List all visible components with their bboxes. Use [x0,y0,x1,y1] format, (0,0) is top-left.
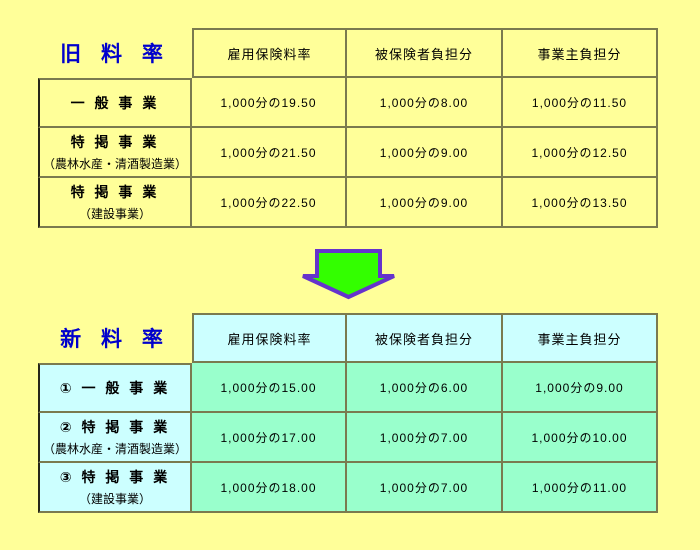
old-row-general-label: 一 般 事 業 [38,78,192,128]
old-row-special-agri-rate: 1,000分の21.50 [192,128,347,178]
new-row-special-agri-insured: 1,000分の7.00 [347,413,503,463]
new-row-general-employer: 1,000分の9.00 [503,363,658,413]
old-row-general-employer: 1,000分の11.50 [503,78,658,128]
new-header-employer-share: 事業主負担分 [503,313,658,363]
old-rates-table: 旧 料 率 雇用保険料率 被保険者負担分 事業主負担分 一 般 事 業 1,00… [38,28,658,228]
new-header-insurance-rate: 雇用保険料率 [192,313,347,363]
old-row-special-construction-employer: 1,000分の13.50 [503,178,658,228]
old-row-special-agri-insured: 1,000分の9.00 [347,128,503,178]
new-row-general-rate: 1,000分の15.00 [192,363,347,413]
new-row-special-agri-label: ② 特 掲 事 業 （農林水産・清酒製造業） [38,413,192,463]
old-row-special-construction-label: 特 掲 事 業 （建設事業） [38,178,192,228]
new-row-special-construction-insured: 1,000分の7.00 [347,463,503,513]
new-row-special-construction-label: ③ 特 掲 事 業 （建設事業） [38,463,192,513]
new-row-general-insured: 1,000分の6.00 [347,363,503,413]
old-row-special-construction-rate: 1,000分の22.50 [192,178,347,228]
old-row-general-insured: 1,000分の8.00 [347,78,503,128]
new-table-title-cell: 新 料 率 [38,313,192,363]
old-header-insurance-rate: 雇用保険料率 [192,28,347,78]
new-row-special-agri-rate: 1,000分の17.00 [192,413,347,463]
new-table-title: 新 料 率 [60,328,170,351]
new-row-general-label: ① 一 般 事 業 [38,363,192,413]
new-row-special-construction-employer: 1,000分の11.00 [503,463,658,513]
old-header-employer-share: 事業主負担分 [503,28,658,78]
old-table-title: 旧 料 率 [60,43,170,66]
new-rates-table: 新 料 率 雇用保険料率 被保険者負担分 事業主負担分 ① 一 般 事 業 1,… [38,313,658,513]
new-row-special-construction-rate: 1,000分の18.00 [192,463,347,513]
old-row-general-rate: 1,000分の19.50 [192,78,347,128]
new-header-insured-share: 被保険者負担分 [347,313,503,363]
old-header-insured-share: 被保険者負担分 [347,28,503,78]
old-row-special-agri-employer: 1,000分の12.50 [503,128,658,178]
old-row-special-agri-label: 特 掲 事 業 （農林水産・清酒製造業） [38,128,192,178]
old-row-special-construction-insured: 1,000分の9.00 [347,178,503,228]
old-table-title-cell: 旧 料 率 [38,28,192,78]
down-block-arrow-icon [302,249,395,300]
new-row-special-agri-employer: 1,000分の10.00 [503,413,658,463]
